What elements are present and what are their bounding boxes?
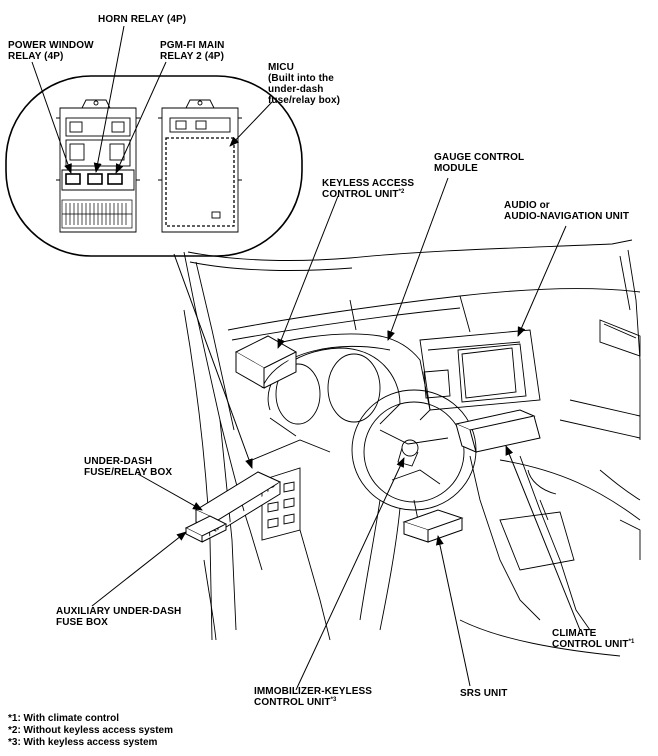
power-window-relay-label: POWER WINDOW RELAY (4P) — [8, 40, 94, 62]
under-dash-fuse-relay-box-label: UNDER-DASH FUSE/RELAY BOX — [84, 456, 173, 478]
leader-lines — [31, 25, 581, 691]
srs-unit-label: SRS UNIT — [460, 688, 508, 699]
horn-relay — [87, 173, 103, 185]
footnote-mark: *3 — [330, 697, 337, 703]
keyless-access-control-unit-label: KEYLESS ACCESS CONTROL UNIT*2 — [322, 178, 415, 200]
footnote-2: *2: Without keyless access system — [8, 725, 173, 736]
footnote-mark: *1 — [628, 639, 635, 645]
micu-label: MICU (Built into the under-dash fuse/rel… — [268, 62, 341, 106]
pgm-fi-main-relay — [107, 173, 123, 185]
inset-fuse-box-detail — [5, 75, 303, 257]
fuse-box-rear-view — [158, 99, 242, 233]
power-window-relay — [65, 173, 81, 185]
gauge-control-module-label: GAUGE CONTROL MODULE — [434, 152, 525, 174]
immobilizer-keyless-control-unit-label: IMMOBILIZER-KEYLESS CONTROL UNIT*3 — [254, 686, 373, 708]
auxiliary-under-dash-fuse-box-label: AUXILIARY UNDER-DASH FUSE BOX — [56, 606, 182, 628]
srs-unit-shape — [402, 509, 464, 543]
climate-control-unit-shape — [454, 409, 541, 453]
micu-outline — [165, 137, 235, 227]
horn-relay-label: HORN RELAY (4P) — [98, 14, 187, 25]
dashboard-outline — [183, 239, 641, 657]
footnote-mark: *2 — [398, 189, 405, 195]
audio-unit-label: AUDIO or AUDIO-NAVIGATION UNIT — [504, 200, 630, 222]
pgm-fi-main-relay-label: PGM-FI MAIN RELAY 2 (4P) — [160, 40, 225, 62]
footnote-3: *3: With keyless access system — [8, 737, 158, 748]
footnote-1: *1: With climate control — [8, 713, 120, 724]
climate-control-unit-label: CLIMATE CONTROL UNIT*1 — [552, 628, 635, 650]
auxiliary-fuse-box-shape — [184, 515, 228, 543]
